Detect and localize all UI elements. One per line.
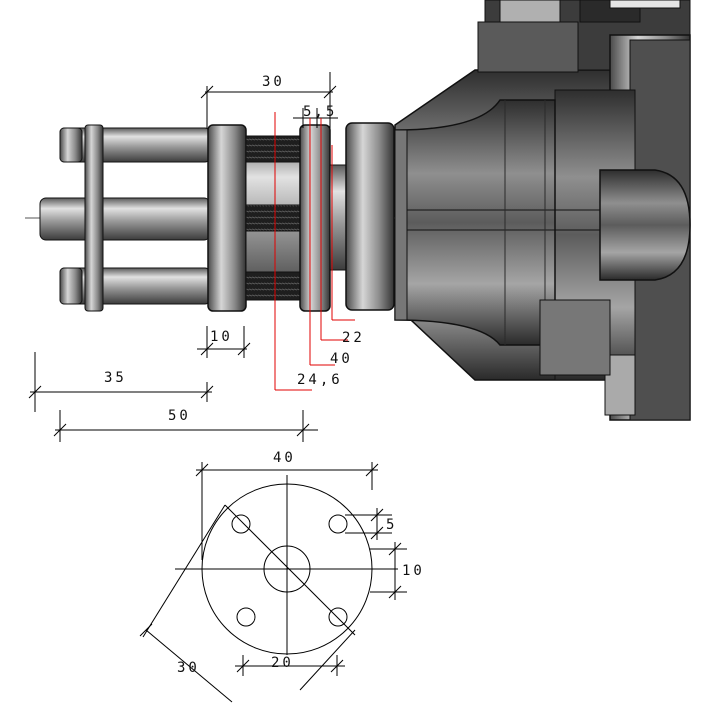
side-view-dimensions: 30 5,5 22 40 24,6 10 35 xyxy=(28,72,365,442)
bolt-hole-bottom-left xyxy=(236,607,256,627)
engine-body xyxy=(394,0,691,421)
front-view xyxy=(142,475,398,691)
bolt-hole-top-right xyxy=(328,514,348,534)
dim-d22: 22 xyxy=(342,330,365,346)
dim-len50: 50 xyxy=(168,408,191,424)
dim-len10: 10 xyxy=(210,329,233,345)
dim-hole5: 5 xyxy=(386,517,397,533)
bolt-hole-bottom-right xyxy=(328,607,348,627)
dim-hub10: 10 xyxy=(402,563,425,579)
front-view-dimensions: 40 5 10 30 20 xyxy=(139,450,425,703)
dim-len35: 35 xyxy=(104,370,127,386)
dim-top-30: 30 xyxy=(262,74,285,90)
propeller-adapter xyxy=(25,122,395,312)
dim-d24-6: 24,6 xyxy=(297,372,343,388)
dim-span20: 20 xyxy=(271,655,294,671)
dim-gap-5-5: 5,5 xyxy=(303,104,337,120)
bolt-hole-top-left xyxy=(231,514,251,534)
dim-d40: 40 xyxy=(330,351,353,367)
dim-diag30: 30 xyxy=(177,660,200,676)
dim-dia40: 40 xyxy=(273,450,296,466)
